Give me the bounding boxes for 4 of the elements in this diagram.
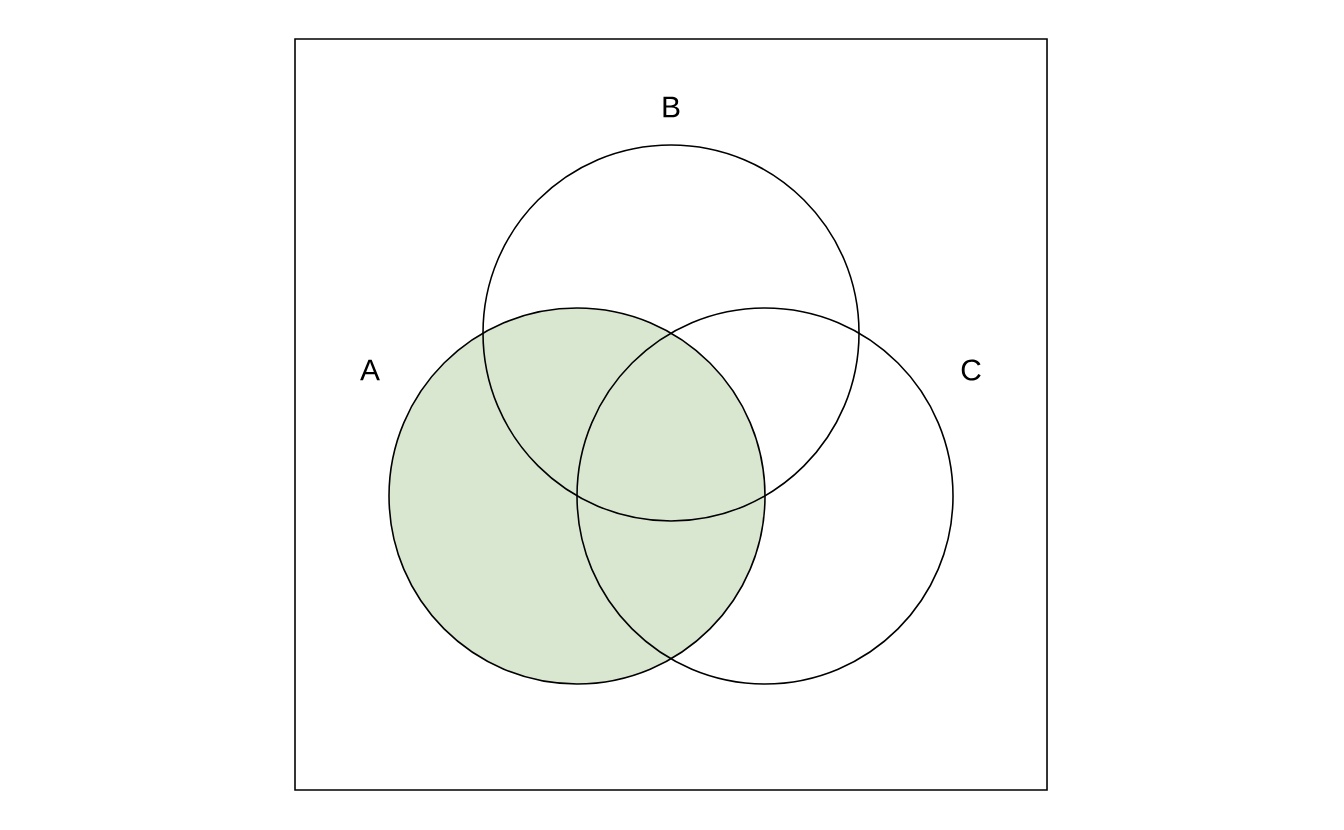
universe-box	[294, 38, 1048, 791]
node-label: A	[360, 359, 380, 381]
node-label: B	[663, 96, 680, 118]
node-label: C	[961, 359, 981, 381]
